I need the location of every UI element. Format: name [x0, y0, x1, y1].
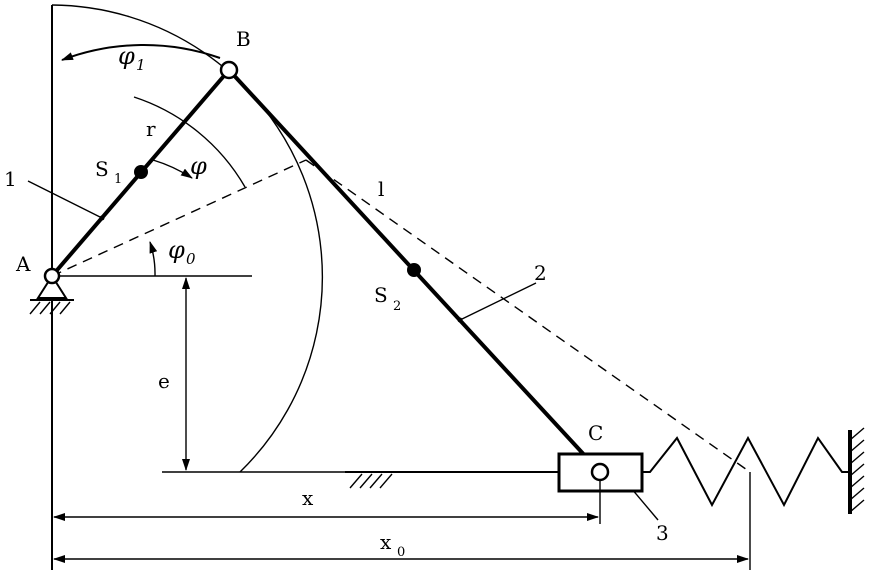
label-rod-length-l: l [378, 177, 384, 201]
phi-angle-arc [152, 159, 193, 179]
label-link-2: 2 [534, 261, 547, 285]
leader-line-1 [27, 180, 103, 219]
link1-marker-dot [99, 215, 105, 221]
label-offset-e: e [158, 369, 170, 393]
label-link-1: 1 [4, 167, 17, 191]
guide-ground-hatch [349, 473, 393, 489]
label-phi: φ [190, 152, 207, 180]
label-dim-x: x [302, 486, 314, 510]
crank-sweep-arc [51, 4, 324, 473]
dashed-initial-rod-line [305, 159, 751, 473]
dashed-initial-crank-line [51, 159, 307, 277]
joint-a [43, 267, 61, 285]
joint-b [219, 60, 239, 80]
phi0-angle-arc [149, 241, 158, 277]
label-s2: S [374, 283, 388, 307]
label-phi0-subscript: 0 [186, 250, 196, 268]
label-point-c: C [588, 421, 603, 445]
support-hatch-a [29, 301, 71, 315]
center-of-mass-s2 [407, 263, 421, 277]
label-s1-subscript: 1 [114, 172, 122, 187]
phi-arc-to-dashed [133, 96, 246, 188]
label-s2-subscript: 2 [393, 299, 401, 314]
label-phi1: φ [118, 42, 135, 70]
right-wall-hatch [849, 427, 865, 513]
label-s1: S [95, 157, 109, 181]
phi1-angle-arc [61, 44, 221, 61]
label-point-a: A [15, 252, 31, 276]
label-point-b: B [236, 27, 251, 51]
label-slider-3: 3 [656, 521, 669, 545]
label-phi0: φ [168, 236, 185, 264]
link2-marker-dot [457, 317, 463, 323]
label-dim-x0: x [380, 530, 392, 554]
leader-line-2 [459, 282, 537, 321]
label-dim-x0-subscript: 0 [397, 545, 405, 560]
label-crank-length-r: r [146, 117, 156, 141]
pivot-support-a [36, 274, 68, 299]
joint-c [590, 462, 610, 482]
spring [642, 435, 850, 508]
label-phi1-subscript: 1 [136, 56, 146, 74]
center-of-mass-s1 [134, 165, 148, 179]
